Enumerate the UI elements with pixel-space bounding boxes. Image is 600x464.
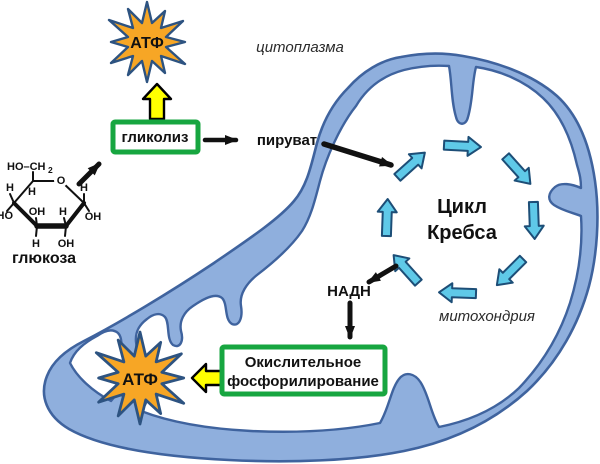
oxphos-label-line2: фосфорилирование (227, 373, 379, 390)
krebs-arrow-upper-left (393, 151, 426, 182)
arrow-krebs-to-nadh (366, 263, 399, 285)
atp-bursts (94, 0, 187, 426)
process-boxes: гликолиз Окислительное фосфорилирование (110, 119, 388, 397)
krebs-arrow-lower-left (392, 254, 423, 287)
yellow-arrows (141, 82, 225, 394)
arrow-glucose-to-glycolysis (76, 161, 102, 187)
oxphos-label-line1: Окислительное (245, 354, 362, 371)
mitochondrion-matrix (68, 64, 583, 433)
glucose-oh-label: OH (58, 238, 75, 250)
glucose-oh-label: OH (29, 206, 46, 218)
atp-bottom-label: АТФ (122, 370, 158, 389)
oxphos-box (219, 344, 388, 397)
cytoplasm-label: цитоплазма (256, 39, 344, 56)
glycolysis-box (110, 119, 201, 155)
pyruvate-label: пируват (257, 132, 317, 149)
atp-star-bottom (94, 330, 186, 426)
krebs-arrow-upper-right (501, 152, 532, 185)
glucose-hoch2-subscript: 2 (48, 165, 53, 175)
mitochondrion (42, 52, 599, 463)
glucose-h-label: H (28, 186, 36, 198)
krebs-cycle-arrows (376, 135, 545, 304)
krebs-cycle-label-line1: Цикл (437, 196, 487, 218)
glucose-label: глюкоза (12, 250, 76, 267)
krebs-arrow-left (376, 198, 398, 238)
krebs-arrow-top (442, 135, 482, 157)
glucose-atom-labels: HO–CH 2 O H H HO OH H H OH H OH (0, 161, 101, 250)
glucose-h-label: H (59, 206, 67, 218)
mitochondrion-label: митохондрия (439, 308, 535, 325)
krebs-arrow-bottom (438, 282, 478, 304)
arrow-pyruvate-to-krebs (321, 141, 394, 168)
glucose-h-label: H (6, 182, 14, 194)
glucose-structure (6, 171, 90, 237)
glucose-oh-label: OH (85, 211, 102, 223)
glucose-h-label: H (80, 182, 88, 194)
glycolysis-label: гликолиз (122, 129, 189, 146)
krebs-arrow-lower-right (495, 254, 528, 287)
yellow-arrow-glycolysis-to-atp (141, 82, 173, 121)
glucose-h-label: H (32, 238, 40, 250)
krebs-cycle-label-line2: Кребса (427, 222, 498, 244)
krebs-arrow-right (523, 200, 545, 240)
atp-top-label: АТФ (130, 35, 164, 52)
atp-star-top (107, 0, 187, 84)
glucose-ho-label: HO (0, 210, 13, 222)
glucose-ring-oxygen: O (57, 175, 66, 187)
glucose-hoch2-label: HO–CH (7, 161, 46, 173)
flow-arrows (76, 135, 399, 340)
nadh-label: НАДН (327, 283, 371, 300)
